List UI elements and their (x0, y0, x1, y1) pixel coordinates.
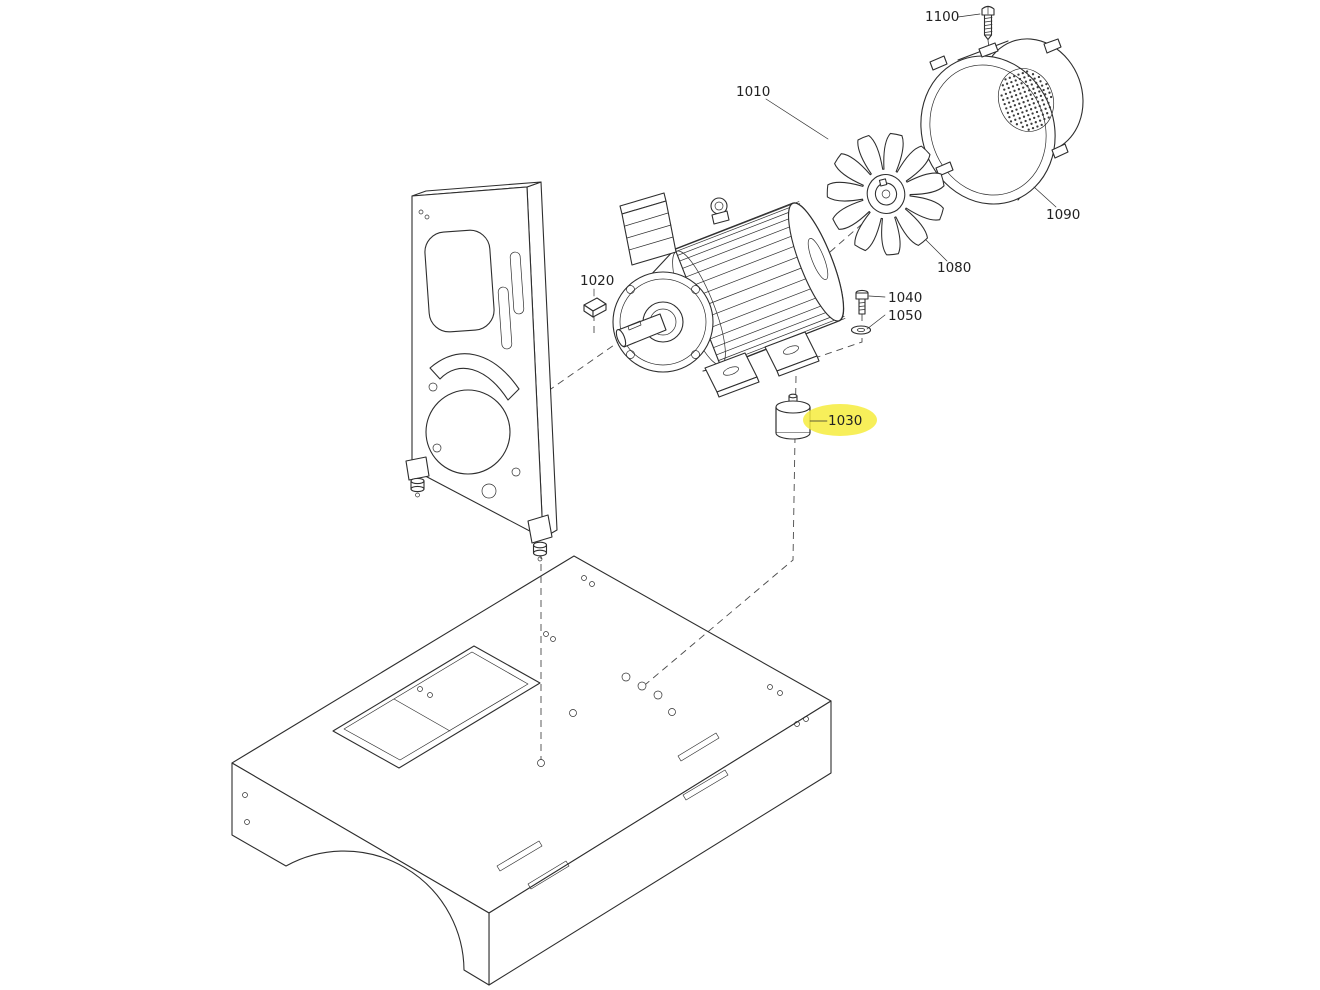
motor-rear-hub (807, 238, 829, 280)
motor (612, 192, 846, 398)
base-top-face (231, 555, 832, 914)
callout-label-1020[interactable]: 1020 (580, 273, 614, 289)
highlight-1030 (803, 404, 877, 436)
cover-tab (929, 55, 948, 71)
callouts: 1010 1020 1030 1040 1050 1080 1090 (580, 9, 1080, 436)
base-slot (682, 769, 729, 801)
leader-line (1033, 186, 1057, 208)
plate-foot-right (527, 514, 553, 562)
plate-small-holes (418, 209, 521, 499)
axis-dash-plate-to-motor (547, 326, 641, 392)
plate-large-hole (425, 389, 511, 475)
base-left-face-with-arch (231, 762, 490, 986)
callout-label-1040[interactable]: 1040 (888, 290, 922, 306)
callout-1050[interactable]: 1050 (866, 308, 922, 330)
callout-label-1010[interactable]: 1010 (736, 84, 770, 100)
shaft-keyway (627, 320, 642, 331)
callout-label-1090[interactable]: 1090 (1046, 207, 1080, 223)
leader-line (925, 239, 948, 262)
bolt (855, 289, 869, 315)
mounting-plate (405, 181, 558, 562)
plate-slot (509, 251, 525, 315)
callout-1080[interactable]: 1080 (925, 239, 971, 276)
shaft-key (583, 297, 607, 318)
fan-keyway (878, 178, 888, 187)
screw (981, 5, 995, 41)
leader-line (957, 13, 981, 18)
callout-1100[interactable]: 1100 (925, 9, 981, 25)
motor-feet (704, 331, 820, 398)
plate-curved-slot (429, 353, 520, 401)
washer (850, 325, 872, 335)
callout-1030[interactable]: 1030 (803, 404, 877, 436)
base-slot (677, 732, 720, 762)
plate-front-face (411, 186, 544, 539)
leader-line (765, 98, 829, 140)
cover-screw-boss (978, 42, 999, 58)
callout-1010[interactable]: 1010 (736, 84, 829, 140)
bolt-washer-dash (799, 314, 863, 364)
callout-1040[interactable]: 1040 (868, 290, 922, 306)
cover-grill-ring (998, 68, 1054, 132)
fan-impeller (826, 132, 945, 256)
base-hatch-divider (393, 698, 451, 732)
fan-cover (920, 38, 1084, 205)
flange-bolt-holes (626, 285, 700, 359)
base-hatch-outer (332, 645, 541, 769)
plate-foot-left (405, 456, 430, 498)
motor-cooling-fins (674, 201, 846, 367)
base-slot (527, 860, 570, 890)
callout-1090[interactable]: 1090 (1033, 186, 1080, 223)
cover-tab (1043, 38, 1062, 54)
callout-label-1030[interactable]: 1030 (828, 413, 862, 429)
base-hatch-inner (343, 651, 529, 761)
callout-1020[interactable]: 1020 (580, 273, 614, 297)
plate-cutout-rounded (424, 229, 495, 333)
base-slot (496, 840, 543, 872)
plate-slot (497, 286, 513, 350)
cover-grill-perforations (1000, 70, 1053, 131)
callout-label-1080[interactable]: 1080 (937, 260, 971, 276)
cover-tab (1051, 143, 1069, 159)
motor-end-bell (787, 202, 845, 322)
callout-label-1100[interactable]: 1100 (925, 9, 959, 25)
leader-line (868, 295, 886, 298)
base-cabinet (231, 555, 832, 986)
vibration-mount (775, 393, 811, 440)
leader-line (866, 314, 886, 330)
callout-label-1050[interactable]: 1050 (888, 308, 922, 324)
motor-terminal-box (619, 192, 677, 266)
motor-lifting-eye (710, 197, 730, 225)
